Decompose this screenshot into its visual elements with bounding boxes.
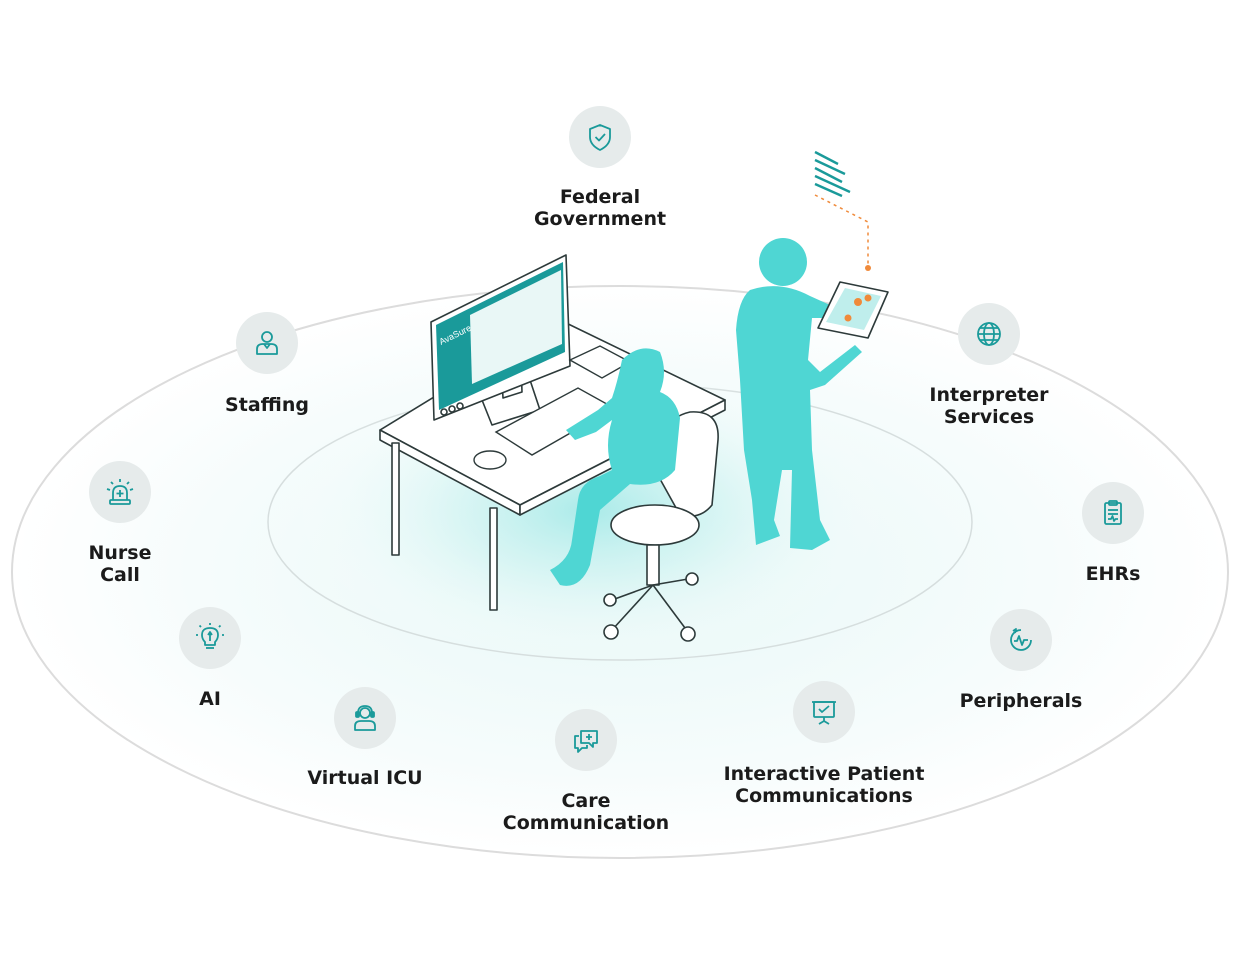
virtual-icu-label: Virtual ICU xyxy=(307,767,423,789)
care-communication-icon-circle xyxy=(555,709,617,771)
globe-icon xyxy=(977,322,1001,346)
staffing-label: Staffing xyxy=(225,394,309,416)
peripherals-label: Peripherals xyxy=(959,690,1083,712)
seated-person-silhouette xyxy=(550,348,680,586)
ipc-icon-circle xyxy=(793,681,855,743)
refresh-pulse-icon xyxy=(1010,628,1032,651)
interpreter-label: Interpreter Services xyxy=(929,384,1049,428)
person-icon xyxy=(256,331,278,355)
federal-icon-circle xyxy=(569,106,631,168)
mouse xyxy=(473,450,507,470)
ehrs-label: EHRs xyxy=(1085,563,1141,585)
lightbulb-icon xyxy=(196,623,224,649)
staffing-icon-circle xyxy=(236,312,298,374)
virtual-icu-icon-circle xyxy=(334,687,396,749)
headset-person-icon xyxy=(354,705,376,731)
nurse-call-label: Nurse Call xyxy=(88,542,152,586)
federal-label: Federal Government xyxy=(533,186,667,230)
clipboard-icon xyxy=(1104,500,1122,525)
ehrs-icon-circle xyxy=(1082,482,1144,544)
care-communication-label: Care Communication xyxy=(502,790,670,834)
ai-icon-circle xyxy=(179,607,241,669)
chat-plus-icon xyxy=(574,730,598,753)
alarm-light-icon xyxy=(106,479,134,505)
shield-check-icon xyxy=(589,124,611,151)
standing-person-silhouette xyxy=(736,238,862,550)
floating-document-icon xyxy=(814,150,851,198)
ipc-label: Interactive Patient Communications xyxy=(723,763,925,807)
tablet xyxy=(817,281,889,339)
monitor: AvaSure xyxy=(430,254,571,426)
dotted-connector xyxy=(814,194,869,268)
ai-label: AI xyxy=(199,688,221,710)
peripherals-icon-circle xyxy=(990,609,1052,671)
nurse-call-icon-circle xyxy=(89,461,151,523)
interpreter-icon-circle xyxy=(958,303,1020,365)
presentation-board-icon xyxy=(812,701,836,725)
